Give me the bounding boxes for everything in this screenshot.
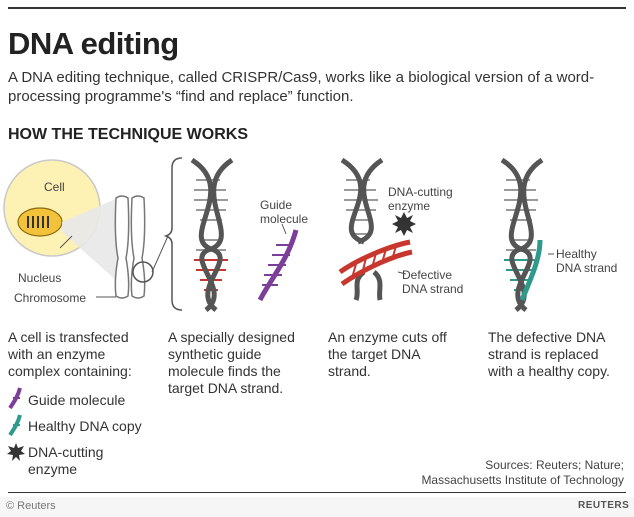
step-3-description: An enzyme cuts off the target DNA strand… [328,329,447,379]
defective-strand-label: Defective DNA strand [402,268,464,296]
healthy-dna-legend-icon [8,414,22,437]
guide-molecule-legend-icon [8,387,22,410]
dna-helix-step-2 [190,157,234,312]
chromosome-label: Chromosome [14,291,87,305]
defective-pointer [397,271,407,275]
guide-pointer [281,223,287,235]
healthy-strand-label: Healthy DNA strand [556,247,618,275]
step-1-description: A cell is transfected with an enzyme com… [8,329,132,379]
section-heading: HOW THE TECHNIQUE WORKS [8,126,248,143]
chromosome-highlight-circle [132,261,154,283]
footer-bar [0,497,634,517]
enzyme-label: DNA-cutting enzyme [388,185,453,213]
guide-molecule-label: Guide molecule [260,198,309,226]
legend-healthy-dna: Healthy DNA copy [28,418,142,434]
legend-guide-molecule: Guide molecule [28,392,126,408]
nucleus-label: Nucleus [18,271,62,285]
bracket-connector [151,235,169,273]
page-subtitle: A DNA editing technique, called CRISPR/C… [8,69,595,105]
nucleus-chromosomes [27,216,49,228]
sources-note: Sources: Reuters; Nature; Massachusetts … [421,458,624,487]
defective-strand-shape [338,239,413,287]
zoom-wedge [62,198,118,282]
enzyme-icon [392,212,416,236]
bottom-rule [8,492,626,493]
reuters-logo: REUTERS [578,500,630,511]
dna-helix-step-3 [340,157,384,301]
guide-molecule-shape [257,229,299,302]
zoom-bracket [163,157,183,311]
step-2-description: A specially designed synthetic guide mol… [168,329,295,396]
page-title: DNA editing [8,26,179,61]
step-4-description: The defective DNA strand is replaced wit… [488,329,610,379]
chromosome-shape [114,195,146,299]
nucleus-shape [17,207,63,237]
dna-helix-step-4 [500,157,544,312]
legend-enzyme: DNA-cutting enzyme [28,444,104,477]
photo-credit: © Reuters [6,500,56,512]
enzyme-legend-icon [7,443,25,461]
top-rule [8,7,626,9]
diagram-illustration [3,157,554,312]
nucleus-pointer [59,235,73,249]
cell-label: Cell [44,180,65,194]
